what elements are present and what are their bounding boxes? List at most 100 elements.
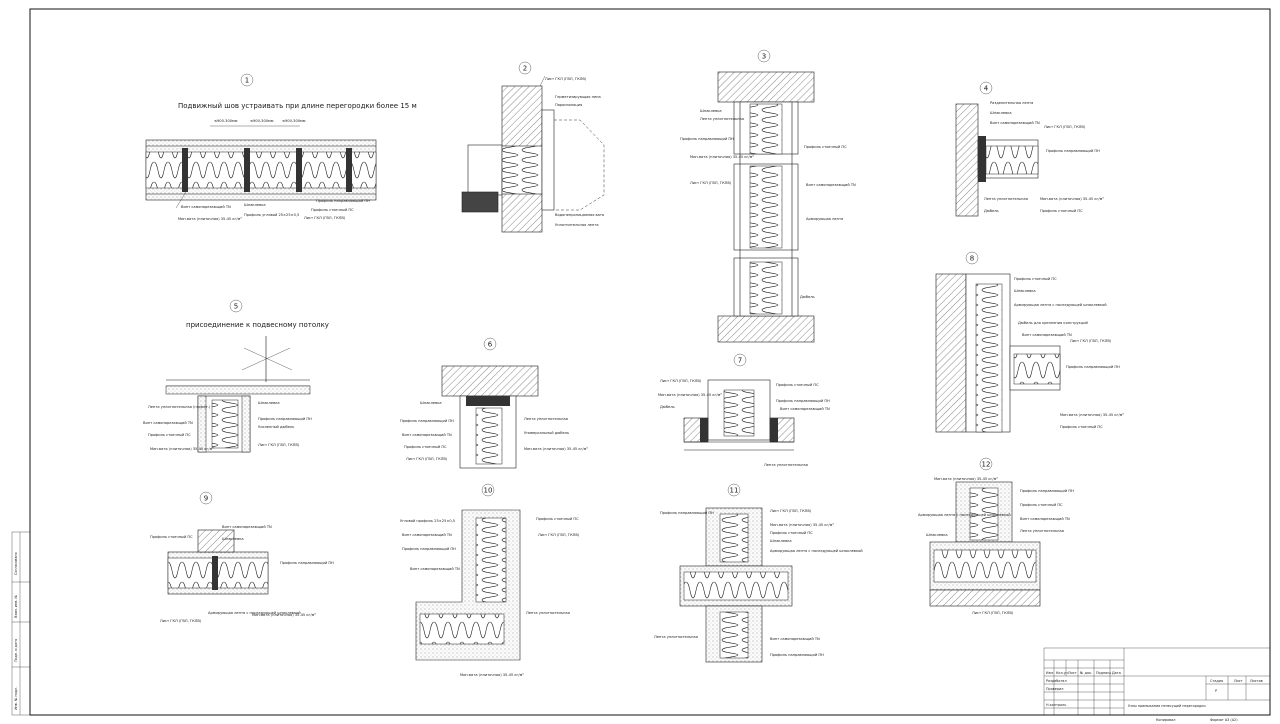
stage-cell: Лист: [1234, 679, 1243, 683]
callout-label: Профиль направляющий ПН: [776, 399, 830, 403]
role-cell: Проверил: [1046, 687, 1063, 691]
callout-label: Лист ГКЛ (ГВЛ, ГКЛВ): [1044, 125, 1086, 129]
callout-label: Винт самонарезающий TN: [181, 205, 231, 209]
detail-number-8: 8: [970, 255, 974, 263]
callout-label: Профиль стоечный ПС: [404, 445, 447, 449]
detail-number-12: 12: [982, 461, 991, 469]
callout-label: Профиль стоечный ПС: [1020, 503, 1063, 507]
dim-label: ≤900-300мм: [214, 119, 238, 123]
callout-label: Профиль направляющий ПН: [770, 653, 824, 657]
callout-label: Профиль направляющий ПН: [280, 561, 334, 565]
callout-label: Армирующая лента с последующей шпаклевко…: [1014, 303, 1107, 307]
callout-label: Профиль стоечный ПС: [148, 433, 191, 437]
callout-label: Мин.вата (плиточная) 35-45 кг/м³: [690, 155, 754, 159]
stud-profile: [346, 148, 352, 192]
detail-number-9: 9: [204, 495, 208, 503]
callout-label: Лента уплотнительная: [524, 417, 568, 421]
callout-label: Лента уплотнительная: [700, 117, 744, 121]
callout-label: Лист ГКЛ (ГВЛ, ГКЛВ): [545, 77, 587, 81]
detail-number-2: 2: [523, 65, 527, 73]
callout-label: Лента уплотнительная: [1020, 529, 1064, 533]
callout-label: Профиль стоечный ПС: [1040, 209, 1083, 213]
stamp-cell: Подп. и дата: [14, 639, 18, 662]
callout-label: Мин.вата (плиточная) 35-45 кг/м³: [770, 523, 834, 527]
detail-number-6: 6: [488, 341, 493, 349]
drawing-name: Узлы примыкания ненесущей перегородки: [1128, 704, 1206, 708]
callout-label: Лист ГКЛ (ГВЛ, ГКЛВ): [1070, 339, 1112, 343]
callout-label: Винт самонарезающий TN: [410, 567, 460, 571]
callout-label: Мин.вата (плиточная) 35-45 кг/м³: [1060, 413, 1124, 417]
callout-label: Профиль направляющий ПН: [1066, 365, 1120, 369]
detail-5: 5 присоединение к подвесному потолку Шпа…: [143, 299, 329, 453]
pipe-fitting: [467, 144, 503, 196]
callout-label: Профиль направляющий ПН: [680, 137, 734, 141]
detail-number-10: 10: [484, 487, 493, 495]
role-cell: Разработал: [1046, 679, 1067, 683]
callout-label: Винт самонарезающий TN: [1022, 333, 1072, 337]
stage-value: Р: [1215, 689, 1217, 693]
stamp-cell: Инв. № подл.: [14, 687, 18, 710]
callout-label: Лента уплотнительная (гермет.): [148, 405, 211, 409]
stamp-cell: Согласовано: [14, 552, 18, 575]
callout-label: Винт самонарезающий TN: [222, 525, 272, 529]
callout-label: Профиль направляющий ПН: [400, 419, 454, 423]
callout-label: Герметизирующая пена: [555, 95, 601, 99]
callout-label: Универсальный дюбель: [524, 431, 569, 435]
copied-label: Копировал: [1156, 718, 1175, 722]
title-cell: Лист: [1068, 671, 1077, 675]
callout-label: Дюбель: [800, 295, 815, 299]
callout-label: Винт самонарезающий TN: [143, 421, 193, 425]
callout-label: Профиль стоечный ПС: [776, 383, 819, 387]
callout-label: Пароизоляция: [555, 103, 582, 107]
detail-number-5: 5: [234, 303, 238, 311]
stamp-cell: Взам. инв. №: [14, 595, 18, 618]
callout-label: Профиль направляющий ПН: [1046, 149, 1100, 153]
callout-label: Лист ГКЛ (ГВЛ, ГКЛВ): [258, 443, 300, 447]
callout-label: Разделительная лента: [990, 101, 1033, 105]
callout-label: Армирующая лента с последующей шпаклевко…: [208, 611, 301, 615]
callout-label: Профиль направляющий ПН: [316, 199, 370, 203]
stage-cell: Стадия: [1210, 679, 1223, 683]
role-cell: Н.контроль: [1046, 703, 1066, 707]
format-label: Формат А3 (А2): [1210, 718, 1238, 722]
callout-label: Лента уплотнительная: [654, 635, 698, 639]
callout-label: Винт самонарезающий TN: [990, 121, 1040, 125]
callout-label: Шпаклевка: [926, 533, 948, 537]
detail-1: 1 Подвижный шов устраивать при длине пер…: [145, 73, 417, 221]
pipe-sleeve: [501, 145, 543, 195]
callout-label: Винт самонарезающий TN: [1020, 517, 1070, 521]
callout-label: Лист ГКЛ (ГВЛ, ГКЛВ): [304, 216, 346, 220]
callout-label: Шпаклевка: [700, 109, 722, 113]
detail-12: 12 Мин.вата (плиточная) 35-45 кг/м³ Проф…: [918, 457, 1074, 615]
callout-label: Шпаклевка: [420, 401, 442, 405]
callout-label: Шпаклевка: [770, 539, 792, 543]
callout-label: Лист ГКЛ (ГВЛ, ГКЛВ): [538, 533, 580, 537]
detail-marker-1: [240, 73, 254, 87]
callout-label: Лента уплотнительная: [984, 197, 1028, 201]
stage-cell: Листов: [1250, 679, 1263, 683]
callout-label: Лист ГКЛ (ГВЛ, ГКЛВ): [406, 457, 448, 461]
callout-label: Мин.вата (плиточная) 35-45 кг/м³: [150, 447, 214, 451]
title-cell: Изм.: [1046, 671, 1054, 675]
callout-label: Лист ГКЛ (ГВЛ, ГКЛВ): [972, 611, 1014, 615]
detail-3: 3 Шпаклевка Лента уплотнительная Профиль…: [680, 49, 856, 343]
callout-label: Мин.вата (плиточная) 35-45 кг/м³: [460, 673, 524, 677]
callout-label: Профиль стоечный ПС: [770, 531, 813, 535]
callout-label: Водонепроницаемая вата: [555, 213, 604, 217]
callout-label: Винт самонарезающий TN: [402, 433, 452, 437]
detail-number-4: 4: [984, 85, 989, 93]
callout-label: Лист ГКЛ (ГВЛ, ГКЛВ): [160, 619, 202, 623]
side-stamp: Согласовано Взам. инв. № Подп. и дата Ин…: [11, 531, 31, 716]
callout-label: Винт самонарезающий TN: [780, 407, 830, 411]
callout-label: Профиль стоечный ПС: [311, 208, 354, 212]
callout-label: Шпаклевка: [222, 537, 244, 541]
callout-label: Лента уплотнительная: [764, 463, 808, 467]
callout-label: Дюбель: [984, 209, 999, 213]
detail-title-5: присоединение к подвесному потолку: [186, 321, 329, 329]
detail-number-3: 3: [762, 53, 766, 61]
callout-label: Профиль стоечный ПС: [1060, 425, 1103, 429]
detail-2: 2 Лист ГКЛ (ГВЛ, ГКЛВ) Герметизирующая п…: [461, 61, 605, 233]
callout-label: Мин.вата (плиточная) 35-45 кг/м³: [1040, 197, 1104, 201]
sheet-frame: [29, 8, 1271, 716]
